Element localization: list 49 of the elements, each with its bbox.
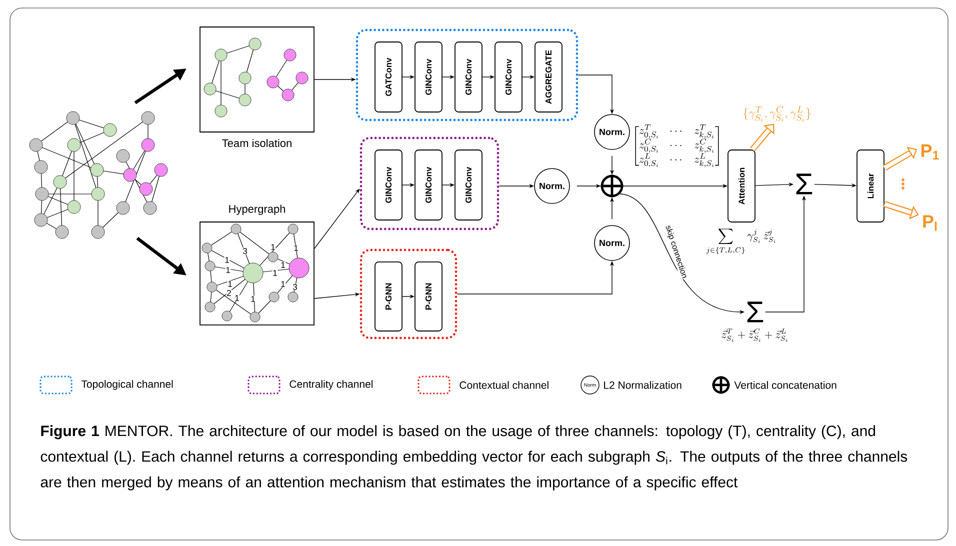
caption: Figure 1 MENTOR. The architecture of our model is based on the usage of three channels: topology (T), centrality (C), and contextual (L). Each channel returns a corresponding embedding vector for each subgraph S$_{i}$. The outputs of the three channels are then merged by means of an attention mechanism that estimates the importance of a specific effect [40,425,908,490]
layer-box: GINConv [494,42,522,112]
layer-box: AGGREGATE [534,42,562,112]
legend-label: L2 Normalization [604,381,682,389]
sum-formula: $\sum_{j\in\{T,L,C\}} \gamma^{j}_{S_i}\,\vec{z}^{j}_{S_i}$ [706,228,776,254]
layer-box: GINConv [414,150,442,220]
edge-weight: 1 [234,294,240,302]
legend-label: Centrality channel [290,380,373,390]
layer-box: GINConv [374,150,402,220]
layer-box: GATConv [374,42,402,112]
block-arrow [750,124,774,152]
edge-weight: 1 [293,244,299,252]
output-label: P$_{l}$ [923,215,937,231]
legend-label: Vertical concatenation [734,381,836,389]
channel-frame [356,28,578,122]
sum-symbol: Σ [796,174,812,194]
layer-box: P-GNN [414,262,442,332]
layer-box: P-GNN [374,262,402,332]
edge-weight: 1 [250,296,256,302]
layer-box: GINConv [454,42,482,112]
layer-box: Linear [856,150,884,222]
layer-box: GINConv [454,150,482,220]
sum-formula: $\vec{z}^{T}_{S_i}+\vec{z}^{C}_{S_i}+\vec{z}^{L}_{S_i}$ [722,328,788,342]
edge-weight: 1 [225,266,231,274]
network-drawing [29,111,168,239]
legend-label: Topological channel [81,380,173,390]
output-label: P$_{1}$ [921,144,939,160]
embedding-matrix: $\begin{bmatrix} z^{T}_{0,S_i} & \cdots & z^{T}_{k,S_i} \\ z^{C}_{0,S_i} & \cdots & z^{C}_{k,S_i} \\ z^{L}_{0,S_i} & \cdots & z^{L}_{k,S_i} \end{bmatrix}$ [635,124,719,168]
panel-title: Hypergraph [229,204,286,215]
layer-box: Attention [728,150,756,222]
edge-weight: 1 [227,280,233,288]
edge-weight: 1 [270,244,276,250]
concat-symbol [600,174,624,198]
edge-weight: 1 [224,256,230,264]
arrow [314,188,360,249]
weights-formula: $\{\gamma^{T}_{S_i},\gamma^{C}_{S_i},\gamma^{L}_{S_i}\}$ [743,106,811,122]
ellipsis: ⋮ [902,178,904,190]
channel-frame [360,136,500,230]
edge-weight: 1 [272,270,278,276]
layer-box: GINConv [414,42,442,112]
edge-weight: 2 [226,290,232,296]
edge-weight: 3 [292,284,298,290]
edge-weight: 3 [242,248,248,254]
edge-weight: 1 [280,280,286,288]
sum-symbol: Σ [747,302,764,322]
legend-label: Contextual channel [460,381,548,389]
edge-weight: 1 [280,262,286,268]
channel-frame [360,248,458,340]
panel-title: Team isolation [222,138,292,148]
